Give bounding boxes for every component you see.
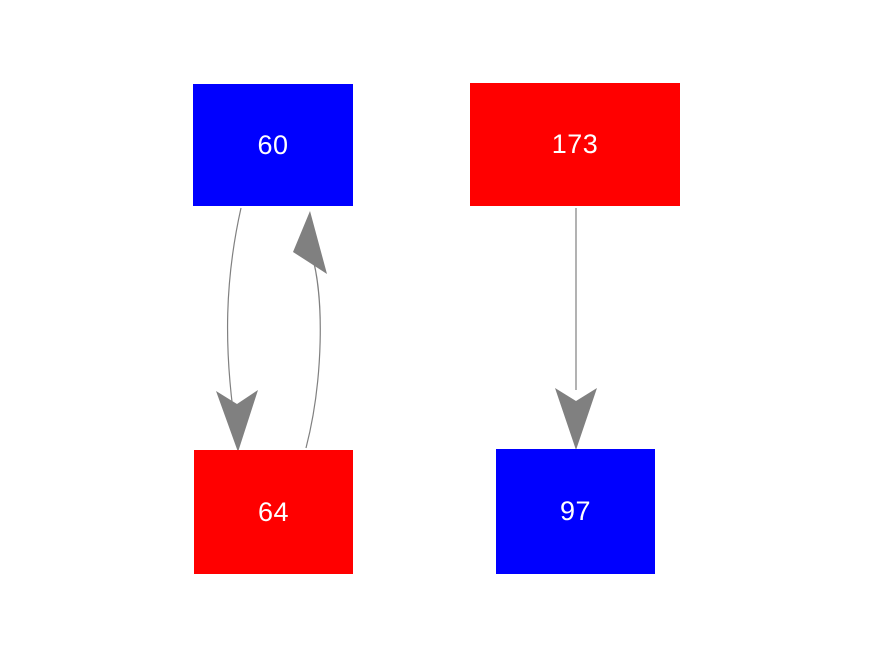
node-97-label: 97 (559, 496, 592, 526)
edge-60-to-64-arrowhead (216, 390, 258, 452)
node-173[interactable]: 173 (470, 83, 680, 206)
node-64-label: 64 (257, 496, 290, 527)
edge-173-to-97 (555, 208, 597, 450)
edge-64-to-60-arrowhead (293, 211, 327, 274)
node-173-label: 173 (551, 129, 599, 159)
node-64[interactable]: 64 (194, 450, 353, 574)
edge-64-to-60 (293, 211, 327, 449)
node-60[interactable]: 60 (193, 84, 353, 206)
edge-173-to-97-arrowhead (555, 388, 597, 450)
edge-60-to-64-line (226, 207, 242, 439)
edge-64-to-60-line (305, 251, 321, 449)
node-60-label: 60 (257, 129, 289, 160)
edge-60-to-64 (216, 207, 258, 452)
node-97[interactable]: 97 (496, 449, 655, 574)
